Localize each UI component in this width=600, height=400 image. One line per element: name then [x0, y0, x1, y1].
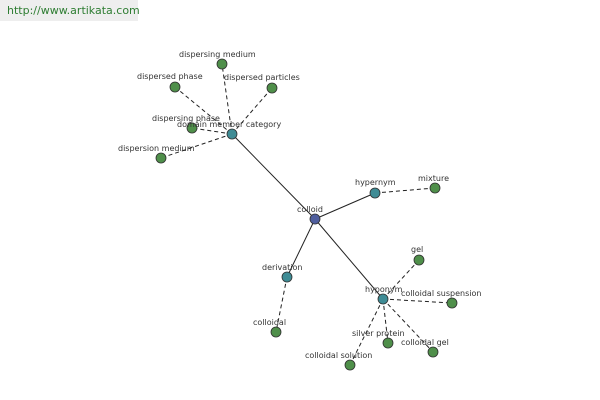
edge-hyponym-colloidal-solution [349, 298, 384, 366]
node-gel[interactable] [413, 254, 425, 266]
node-mixture[interactable] [429, 182, 441, 194]
node-label-dispersing-phase: dispersing phase [152, 114, 220, 123]
url-banner: http://www.artikata.com [0, 0, 140, 21]
edge-colloid-hypernym [314, 192, 376, 220]
node-label-dispersed-particles: dispersed particles [224, 73, 300, 82]
site-url-link[interactable]: http://www.artikata.com [7, 4, 140, 17]
edge-domain-dispersing-medium [221, 63, 233, 135]
node-dispersed-particles[interactable] [266, 82, 278, 94]
node-label-silver-protein: silver protein [352, 329, 405, 338]
node-label-hypernym: hypernym [355, 178, 396, 187]
node-silver-protein[interactable] [382, 337, 394, 349]
edge-derivation-colloidal [275, 276, 288, 333]
node-dispersed-phase[interactable] [169, 81, 181, 93]
node-label-colloidal-solution: colloidal solution [305, 351, 372, 360]
node-dispersion-medium[interactable] [155, 152, 167, 164]
node-label-dispersed-phase: dispersed phase [137, 72, 203, 81]
node-colloidal-gel[interactable] [427, 346, 439, 358]
node-label-hyponym: hyponym [365, 285, 403, 294]
node-colloidal-solution[interactable] [344, 359, 356, 371]
node-domain[interactable] [226, 128, 238, 140]
node-colloid[interactable] [309, 213, 321, 225]
edge-hyponym-colloidal-suspension [382, 298, 453, 304]
node-dispersing-medium[interactable] [216, 58, 228, 70]
edge-colloid-domain [231, 133, 316, 220]
edge-hypernym-mixture [374, 187, 436, 194]
node-label-mixture: mixture [418, 174, 449, 183]
node-colloidal-suspension[interactable] [446, 297, 458, 309]
node-derivation[interactable] [281, 271, 293, 283]
node-label-colloidal-gel: colloidal gel [401, 338, 449, 347]
edge-domain-dispersed-phase [174, 86, 233, 135]
edge-domain-dispersion-medium [160, 133, 233, 159]
edge-hyponym-silver-protein [382, 298, 389, 344]
graph-nodes [155, 58, 458, 371]
node-hyponym[interactable] [377, 293, 389, 305]
node-label-dispersing-medium: dispersing medium [179, 50, 256, 59]
node-label-gel: gel [411, 245, 423, 254]
node-label-colloid: colloid [297, 205, 323, 214]
node-label-dispersion-medium: dispersion medium [118, 144, 195, 153]
edge-domain-dispersed-particles [231, 87, 273, 135]
node-label-domain: domain member category [177, 120, 281, 129]
edge-colloid-derivation [286, 218, 316, 278]
graph-edges [160, 63, 453, 366]
node-colloidal[interactable] [270, 326, 282, 338]
node-hypernym[interactable] [369, 187, 381, 199]
node-dispersing-phase[interactable] [186, 122, 198, 134]
node-label-colloidal: colloidal [253, 318, 286, 327]
node-label-derivation: derivation [262, 263, 302, 272]
edge-hyponym-colloidal-gel [382, 298, 434, 353]
node-label-colloidal-suspension: colloidal suspension [401, 289, 481, 298]
graph-labels: colloid domain member category hypernym der… [118, 50, 481, 360]
edge-colloid-hyponym [314, 218, 384, 300]
edge-hyponym-gel [382, 259, 420, 300]
